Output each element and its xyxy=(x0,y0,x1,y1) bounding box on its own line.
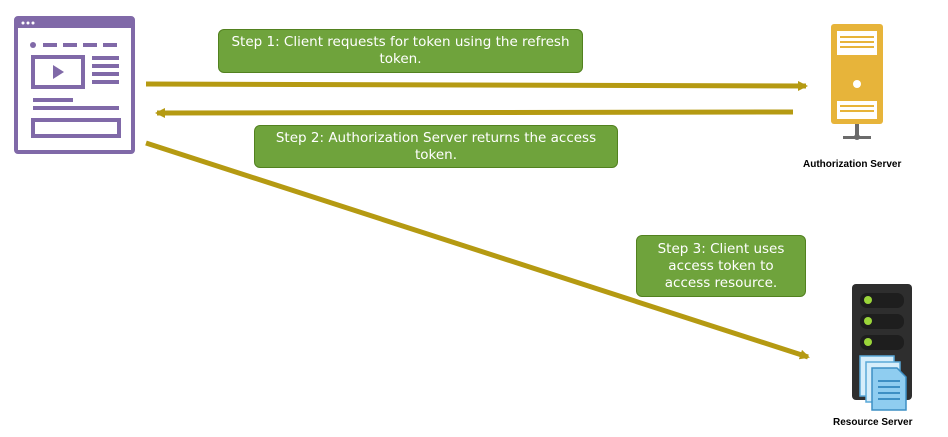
step1-arrow xyxy=(145,80,808,91)
step2-text: Step 2: Authorization Server returns the… xyxy=(275,129,597,163)
step1-text: Step 1: Client requests for token using … xyxy=(231,34,570,67)
step3-arrow xyxy=(145,140,810,360)
browser-window-icon xyxy=(14,16,135,154)
step2-arrow xyxy=(155,107,794,118)
step3-label: Step 3: Client uses access token to acce… xyxy=(636,235,806,297)
step2-label: Step 2: Authorization Server returns the… xyxy=(254,125,618,168)
resource-server-caption: Resource Server xyxy=(833,417,913,428)
step1-label: Step 1: Client requests for token using … xyxy=(218,29,583,73)
authorization-server-caption: Authorization Server xyxy=(803,159,902,170)
step3-text: Step 3: Client uses access token to acce… xyxy=(657,240,785,291)
server-rack-with-documents-icon xyxy=(852,284,912,411)
server-tower-icon xyxy=(831,24,883,140)
